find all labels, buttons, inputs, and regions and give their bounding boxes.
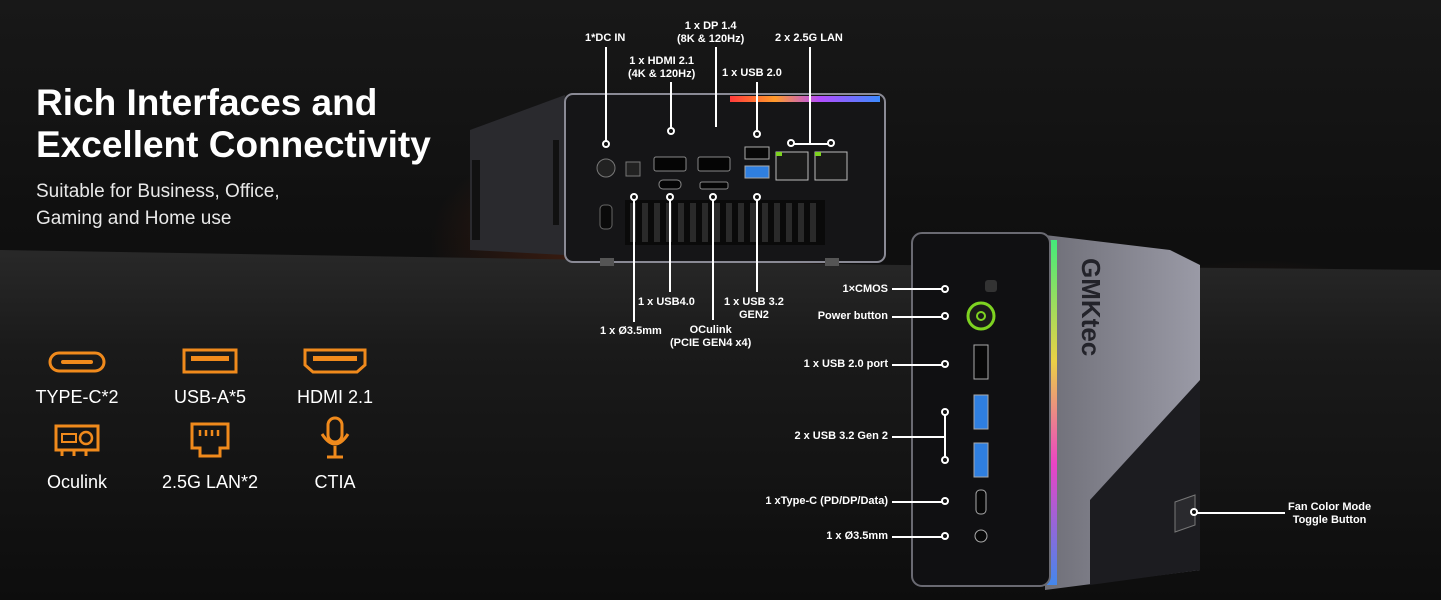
- feature-label: TYPE-C*2: [35, 387, 119, 407]
- rear-label-usb32: 1 x USB 3.2 GEN2: [724, 296, 784, 322]
- front-label-cmos: 1×CMOS: [842, 283, 888, 295]
- callout-dot: [787, 139, 795, 147]
- rear-label-oculink: OCulink (PCIE GEN4 x4): [670, 324, 751, 350]
- feature-label: 2.5G LAN*2: [161, 472, 259, 492]
- rear-label-usb20: 1 x USB 2.0: [722, 67, 782, 79]
- feature-hdmi: HDMI 2.1: [270, 335, 400, 408]
- callout-dot: [941, 360, 949, 368]
- page-title: Rich Interfaces and Excellent Connectivi…: [36, 82, 431, 166]
- display-shelf: [0, 250, 1441, 600]
- subtitle-line-2: Gaming and Home use: [36, 208, 232, 229]
- rear-label-usb4: 1 x USB4.0: [638, 296, 695, 308]
- feature-label: USB-A*5: [173, 387, 247, 407]
- rear-device: [470, 93, 886, 266]
- dp-line-1: 1 x DP 1.4: [684, 20, 737, 32]
- usb32-line-1: 1 x USB 3.2: [724, 296, 784, 308]
- dp-line-2: (8K & 120Hz): [677, 33, 745, 45]
- brand-logo: GMKtec: [1076, 258, 1106, 356]
- callout-dot: [941, 497, 949, 505]
- callout-line: [892, 364, 942, 366]
- callout-line: [712, 200, 714, 320]
- callout-line: [809, 47, 811, 143]
- callout-line: [715, 47, 717, 127]
- callout-line: [756, 82, 758, 130]
- subtitle-line-1: Suitable for Business, Office,: [36, 181, 280, 202]
- callout-dot: [827, 139, 835, 147]
- callout-dot: [941, 285, 949, 293]
- feature-label: CTIA: [314, 472, 356, 492]
- hdmi-line-2: (4K & 120Hz): [628, 68, 696, 80]
- callout-line: [756, 200, 758, 292]
- callout-line: [892, 501, 942, 503]
- feature-type-c: TYPE-C*2: [12, 335, 142, 408]
- page-subtitle: Suitable for Business, Office, Gaming an…: [36, 178, 280, 232]
- hdmi-icon: [303, 348, 367, 374]
- front-label-typec: 1 xType-C (PD/DP/Data): [765, 495, 888, 507]
- feature-ctia: CTIA: [270, 416, 400, 493]
- oculink-line-1: OCulink: [689, 324, 732, 336]
- front-label-usb20: 1 x USB 2.0 port: [803, 358, 888, 370]
- feature-label: Oculink: [46, 472, 108, 492]
- rear-label-hdmi: 1 x HDMI 2.1 (4K & 120Hz): [628, 55, 695, 81]
- feature-label: HDMI 2.1: [296, 387, 374, 407]
- callout-line: [892, 288, 942, 290]
- usb-a-icon: [182, 348, 238, 374]
- title-line-1: Rich Interfaces and: [36, 82, 378, 123]
- callout-dot: [941, 532, 949, 540]
- callout-dot: [753, 130, 761, 138]
- front-label-audio: 1 x Ø3.5mm: [826, 530, 888, 542]
- fan-line-2: Toggle Button: [1292, 514, 1367, 526]
- feature-oculink: Oculink: [12, 420, 142, 493]
- callout-dot: [941, 456, 949, 464]
- callout-line: [892, 436, 944, 438]
- callout-dot: [941, 312, 949, 320]
- usb32-line-2: GEN2: [738, 309, 769, 321]
- feature-lan: 2.5G LAN*2: [145, 420, 275, 493]
- callout-line: [892, 536, 942, 538]
- callout-line: [633, 200, 635, 322]
- rear-label-dc-in: 1*DC IN: [585, 32, 626, 44]
- oculink-icon: [54, 424, 100, 456]
- callout-dot: [602, 140, 610, 148]
- usb-c-icon: [48, 351, 106, 373]
- callout-line: [792, 143, 832, 145]
- oculink-line-2: (PCIE GEN4 x4): [670, 337, 752, 349]
- callout-dot: [941, 408, 949, 416]
- front-label-power: Power button: [817, 310, 888, 322]
- title-line-2: Excellent Connectivity: [36, 124, 431, 165]
- callout-line: [669, 200, 671, 292]
- hdmi-line-1: 1 x HDMI 2.1: [629, 55, 695, 67]
- front-device: GMKtec: [911, 232, 1200, 590]
- rear-label-dp: 1 x DP 1.4 (8K & 120Hz): [677, 20, 744, 46]
- rear-label-audio: 1 x Ø3.5mm: [600, 325, 662, 337]
- microphone-icon: [320, 416, 350, 459]
- callout-line: [944, 414, 946, 458]
- lan-icon: [190, 422, 230, 458]
- callout-line: [670, 82, 672, 128]
- fan-line-1: Fan Color Mode: [1288, 501, 1372, 513]
- front-label-fan-mode: Fan Color Mode Toggle Button: [1288, 501, 1371, 527]
- front-label-usb32: 2 x USB 3.2 Gen 2: [794, 430, 888, 442]
- callout-line: [1197, 512, 1285, 514]
- callout-dot: [667, 127, 675, 135]
- feature-usb-a: USB-A*5: [145, 335, 275, 408]
- callout-line: [605, 47, 607, 142]
- callout-line: [892, 316, 942, 318]
- rear-label-lan: 2 x 2.5G LAN: [775, 32, 843, 44]
